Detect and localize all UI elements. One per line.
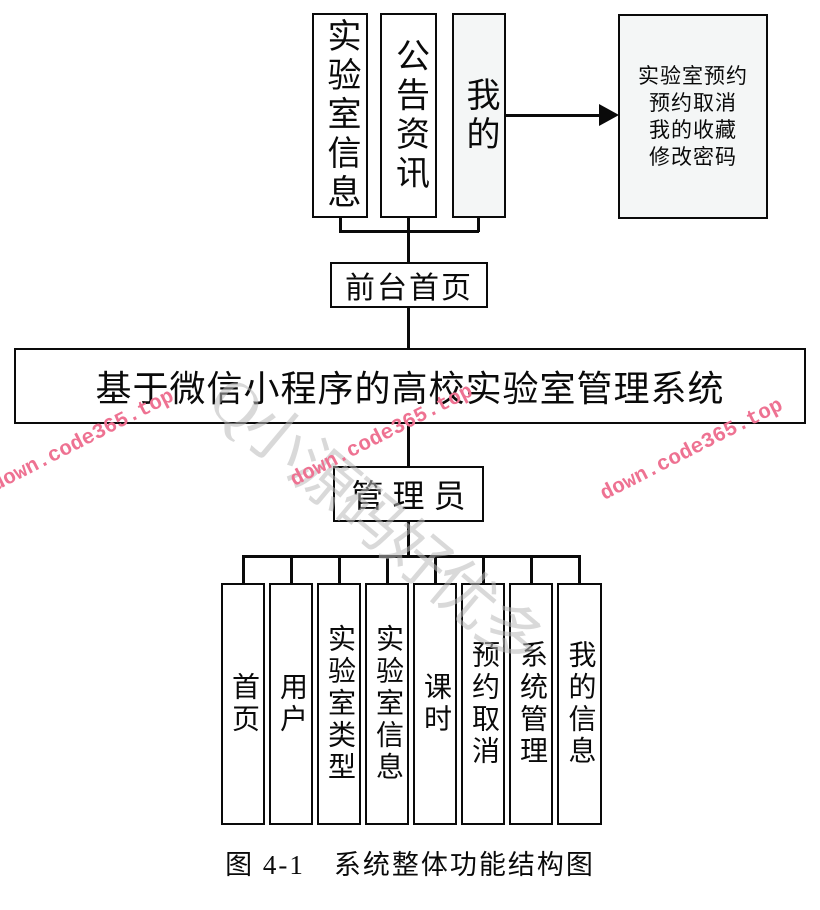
node-front-home-label: 前台首页 [345, 272, 473, 305]
connector-stub [530, 555, 533, 583]
node-admin-lab-type-label: 实验室类型 [324, 624, 355, 784]
node-admin-user: 用户 [269, 583, 313, 825]
connector-stub [578, 555, 581, 583]
node-admin-home: 首页 [221, 583, 265, 825]
node-admin-my-info: 我的信息 [557, 583, 602, 825]
mine-feature-password: 修改密码 [649, 144, 737, 169]
connector-stub [477, 218, 480, 232]
connector-vertical [407, 230, 410, 263]
node-admin-system-mgmt-label: 系统管理 [516, 640, 547, 768]
mine-feature-cancel: 预约取消 [649, 90, 737, 115]
connector-stub [339, 218, 342, 232]
node-front-mine: 我的 [452, 13, 506, 218]
node-front-news: 公告资讯 [380, 13, 437, 218]
node-admin-class-hours: 课时 [413, 583, 457, 825]
connector-vertical [407, 308, 410, 348]
figure-caption: 图 4-1 系统整体功能结构图 [225, 850, 595, 880]
connector-stub [386, 555, 389, 583]
node-front-home: 前台首页 [330, 262, 488, 308]
connector-mine-to-features [506, 114, 601, 117]
mine-feature-favorites: 我的收藏 [649, 117, 737, 142]
node-admin-user-label: 用户 [276, 672, 307, 736]
connector-stub [242, 555, 245, 583]
connector-stub [482, 555, 485, 583]
node-system-root: 基于微信小程序的高校实验室管理系统 [14, 348, 806, 424]
connector-stub [434, 555, 437, 583]
node-admin: 管理员 [333, 466, 484, 522]
connector-vertical [407, 424, 410, 466]
node-front-lab-info-label: 实验室信息 [322, 18, 359, 213]
connector-bus-bottom [242, 555, 580, 558]
node-admin-home-label: 首页 [228, 672, 259, 736]
node-front-mine-label: 我的 [461, 76, 498, 155]
node-front-news-label: 公告资讯 [390, 37, 428, 194]
connector-vertical [407, 522, 410, 556]
node-admin-lab-info: 实验室信息 [365, 583, 409, 825]
node-mine-features: 实验室预约 预约取消 我的收藏 修改密码 [618, 14, 768, 219]
node-admin-system-mgmt: 系统管理 [509, 583, 553, 825]
connector-stub [338, 555, 341, 583]
node-admin-my-info-label: 我的信息 [564, 640, 596, 768]
node-admin-lab-info-label: 实验室信息 [372, 624, 403, 784]
arrowhead-right-icon [599, 104, 619, 126]
mine-feature-reserve: 实验室预约 [638, 63, 748, 88]
connector-stub [407, 218, 410, 232]
node-admin-cancel-reservation: 预约取消 [461, 583, 505, 825]
node-admin-label: 管理员 [351, 478, 475, 514]
node-admin-lab-type: 实验室类型 [317, 583, 361, 825]
node-admin-cancel-reservation-label: 预约取消 [468, 640, 499, 768]
system-title: 基于微信小程序的高校实验室管理系统 [95, 369, 725, 409]
connector-stub [290, 555, 293, 583]
node-admin-class-hours-label: 课时 [420, 672, 451, 736]
node-front-lab-info: 实验室信息 [312, 13, 368, 218]
